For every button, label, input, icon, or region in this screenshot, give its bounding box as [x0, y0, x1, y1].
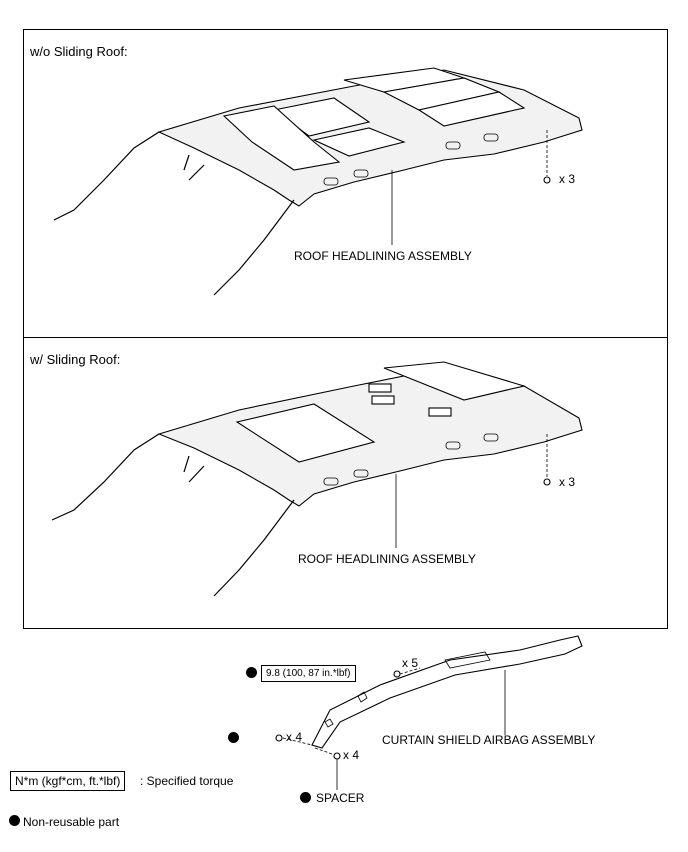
qty-label: x 3 — [559, 475, 576, 489]
mount-tab — [357, 691, 368, 703]
panel-title: w/ Sliding Roof: — [30, 352, 121, 367]
spacer-icon — [333, 752, 341, 760]
assist-grip — [353, 469, 369, 478]
pad-small — [371, 395, 395, 405]
clip-icon — [543, 176, 551, 184]
nonreusable-mark-icon — [246, 667, 257, 678]
mount-tab — [324, 718, 334, 728]
panel-title: w/o Sliding Roof: — [30, 44, 128, 59]
airbag-body — [311, 635, 583, 749]
part-label: ROOF HEADLINING ASSEMBLY — [294, 249, 472, 263]
assist-grip — [445, 441, 461, 450]
qty-nuts: x 4 — [286, 730, 303, 744]
torque-spec: 9.8 (100, 87 in.*lbf) — [261, 665, 356, 682]
airbag-label: CURTAIN SHIELD AIRBAG ASSEMBLY — [382, 733, 596, 747]
wire-harness — [183, 455, 190, 473]
spacer-label: SPACER — [316, 791, 365, 805]
panel-with-sliding-roof: w/ Sliding Roof: ROOF HEADLINING ASSEMBL… — [23, 337, 668, 629]
sound-pad — [222, 105, 341, 171]
part-label: ROOF HEADLINING ASSEMBLY — [298, 552, 476, 566]
pad-small — [368, 383, 392, 393]
sound-pad — [383, 361, 527, 401]
wire-harness — [213, 199, 295, 296]
nonreusable-mark-icon — [228, 732, 239, 743]
roof-headlining-drawing — [53, 67, 583, 296]
legend-nonreusable: Non-reusable part — [23, 815, 120, 829]
qty-label: x 3 — [559, 172, 576, 186]
assist-grip — [483, 433, 499, 442]
wire-harness — [53, 131, 160, 221]
bolt-line — [399, 667, 421, 675]
legend-torque-box: N*m (kgf*cm, ft.*lbf) — [10, 771, 126, 791]
sunroof-opening — [235, 403, 376, 463]
assist-grip — [483, 133, 499, 142]
assist-grip — [323, 477, 339, 486]
wire-harness — [183, 154, 190, 171]
assist-grip — [323, 177, 339, 186]
qty-bolts: x 5 — [402, 656, 419, 670]
wire-harness — [213, 499, 295, 597]
panel-without-sliding-roof: w/o Sliding Roof: ROOF HEADLINING ASSEMB… — [23, 29, 668, 338]
spacer-line — [314, 747, 336, 756]
wire-harness — [188, 164, 205, 181]
airbag-inflator — [444, 651, 491, 669]
legend-nonreusable-icon — [9, 815, 20, 826]
wire-harness — [51, 433, 160, 521]
nonreusable-mark-icon — [300, 792, 311, 803]
sound-pad — [417, 91, 526, 127]
clip-icon — [543, 478, 551, 486]
qty-spacers: x 4 — [343, 748, 360, 762]
assist-grip — [445, 141, 461, 150]
pad-small — [428, 407, 452, 417]
bolt-icon — [393, 670, 401, 678]
sound-pad — [312, 127, 406, 157]
legend-torque-desc: : Specified torque — [140, 774, 234, 788]
assist-grip — [353, 169, 369, 178]
curtain-airbag-drawing — [275, 635, 583, 790]
nut-icon — [275, 734, 283, 742]
wire-harness — [188, 465, 205, 483]
roof-headlining-drawing — [51, 361, 583, 597]
